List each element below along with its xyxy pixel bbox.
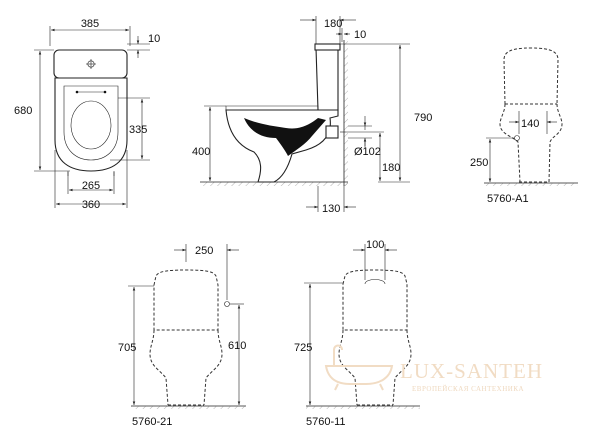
flush-button-icon	[86, 59, 96, 69]
dim-wall-offset: 130	[322, 203, 340, 215]
dim-seat-height: 400	[192, 146, 210, 158]
front-21-bowl	[149, 329, 223, 406]
front-11-inlet	[364, 279, 386, 285]
watermark-brand: LUX-SANTEH	[400, 359, 543, 383]
dim-a1-inlet-spacing: 140	[521, 118, 539, 130]
dim-21-total-height: 705	[118, 342, 136, 354]
front-21-inlet	[224, 301, 230, 307]
model-code-21: 5760-21	[132, 416, 172, 428]
front-view-21: 250 705 610 5760-21	[118, 244, 246, 428]
dim-seat-depth: 335	[129, 124, 147, 136]
watermark-tagline: ЕВРОПЕЙСКАЯ САНТЕХНИКА	[412, 385, 524, 393]
dim-11-inlet-offset: 100	[366, 239, 384, 251]
top-view-bowl-opening	[70, 100, 112, 150]
a1-tank	[503, 47, 559, 105]
dim-total-width: 360	[82, 199, 100, 211]
front-21-tank	[153, 269, 219, 331]
dim-outlet-height: 180	[382, 162, 400, 174]
front-view-a1: 140 250 5760-A1	[470, 47, 578, 205]
dim-11-total-height: 725	[294, 342, 312, 354]
dim-tank-width: 385	[81, 18, 99, 30]
a1-bowl	[499, 103, 563, 183]
dim-side-total-height: 790	[414, 112, 432, 124]
dim-top-offset: 10	[148, 33, 160, 45]
dim-foot-width: 265	[82, 180, 100, 192]
dim-outlet-diameter: Ø102	[354, 146, 381, 158]
wall-hatching	[344, 40, 348, 186]
top-view: 385 10 680 335 265 360	[14, 18, 160, 211]
model-code-11: 5760-11	[306, 416, 346, 428]
bowl-trap	[244, 118, 326, 156]
watermark: LUX-SANTEH ЕВРОПЕЙСКАЯ САНТЕХНИКА	[324, 344, 543, 393]
outlet-pipe	[325, 125, 339, 139]
dim-21-inlet-height: 610	[228, 340, 246, 352]
top-view-seat	[63, 85, 119, 161]
floor-hatching	[200, 182, 348, 186]
model-code-a1: 5760-A1	[487, 193, 529, 205]
side-view-tank	[315, 47, 339, 111]
dim-length: 680	[14, 105, 32, 117]
a1-inlet	[514, 135, 520, 141]
front-11-tank	[342, 269, 408, 331]
dim-tank-depth: 180	[324, 18, 342, 30]
front-view-11: 100 725 5760-11	[294, 239, 420, 428]
bathtub-logo-icon	[324, 344, 394, 391]
top-view-bowl	[54, 77, 128, 172]
side-view: 180 10 790 400 Ø102 180 130	[192, 16, 432, 215]
dim-21-inlet-offset: 250	[195, 245, 213, 257]
dim-side-offset: 10	[354, 29, 366, 41]
dim-a1-inlet-height: 250	[470, 157, 488, 169]
